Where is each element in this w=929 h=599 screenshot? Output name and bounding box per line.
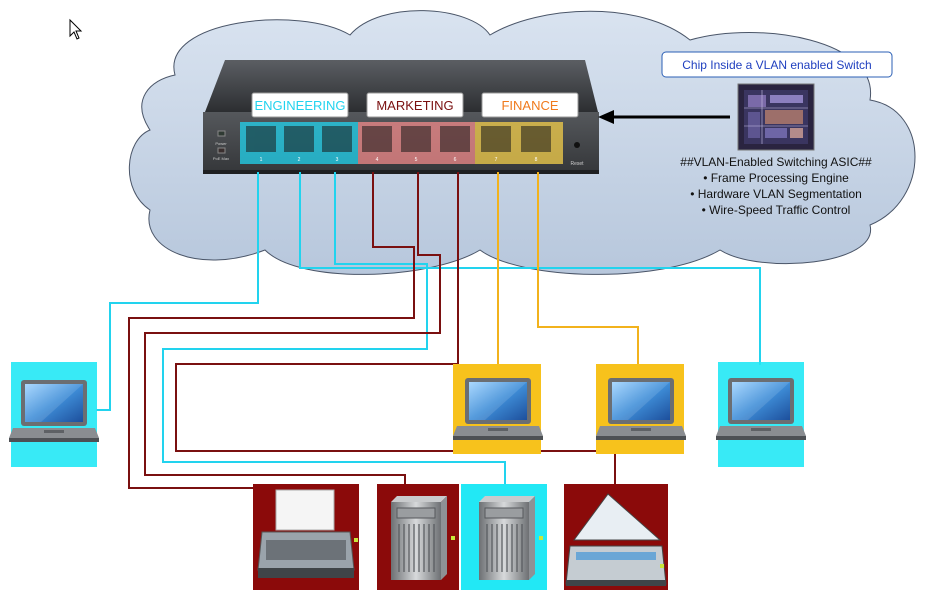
finance-laptop-2[interactable] [596,364,686,454]
power-led-label: Power [215,141,227,146]
port-5[interactable] [401,126,431,152]
port-number: 6 [454,157,457,163]
marketing-label: MARKETING [376,98,453,113]
finance-cable [537,172,639,365]
finance-label-box [481,92,579,118]
poe-max-led [217,147,226,154]
chip-callout-box [661,51,893,78]
chip-callout-title: Chip Inside a VLAN enabled Switch [682,58,871,72]
port-number: 4 [376,157,379,163]
reset-button[interactable] [574,142,580,148]
server-led [539,536,543,540]
chip-arrow [598,110,730,124]
engineering-cable [96,172,259,411]
port-3[interactable] [322,126,352,152]
engineering-laptop-left[interactable] [9,362,99,467]
printer-led [354,538,358,542]
asic-chip-icon [737,83,815,151]
marketing-cable [175,172,616,488]
port-number: 2 [298,157,301,163]
engineering-cable [162,172,506,486]
marketing-scanner[interactable] [564,484,668,590]
marketing-cable [128,172,415,489]
port-1[interactable] [246,126,276,152]
server-led [451,536,455,540]
marketing-label-box [366,92,464,118]
port-number: 5 [415,157,418,163]
port-number: 7 [495,157,498,163]
finance-laptop-1[interactable] [453,364,543,454]
asic-bullet: • Hardware VLAN Segmentation [690,187,862,201]
power-led [217,130,226,137]
marketing-printer[interactable] [253,484,359,590]
marketing-server[interactable] [377,484,459,590]
port-number: 8 [535,157,538,163]
reset-label: Reset [570,161,584,167]
port-4[interactable] [362,126,392,152]
poe-max-led-label: PoE Max [213,156,229,161]
port-7[interactable] [481,126,511,152]
finance-label: FINANCE [501,98,558,113]
scanner-led [660,564,664,568]
engineering-label-box [251,92,349,118]
asic-heading: ##VLAN-Enabled Switching ASIC## [680,155,872,169]
port-number: 1 [260,157,263,163]
engineering-cable [299,172,761,365]
engineering-laptop-right[interactable] [716,362,806,467]
port-2[interactable] [284,126,314,152]
port-number: 3 [336,157,339,163]
engineering-server[interactable] [461,484,547,590]
asic-bullet: • Wire-Speed Traffic Control [702,203,851,217]
cables [96,172,761,489]
marketing-cable [144,172,441,488]
mouse-cursor-icon [69,18,83,40]
asic-bullet: • Frame Processing Engine [703,171,849,185]
port-6[interactable] [440,126,470,152]
port-8[interactable] [521,126,551,152]
engineering-label: ENGINEERING [254,98,345,113]
